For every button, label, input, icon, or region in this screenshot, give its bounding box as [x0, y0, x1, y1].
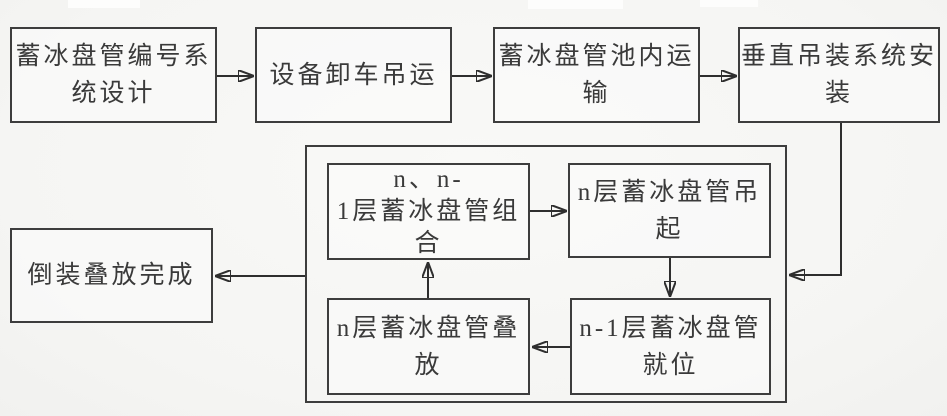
loop-group-container — [305, 145, 787, 403]
box-coil-numbering-design: 蓄冰盘管编号系 统设计 — [10, 27, 217, 123]
box-coil-in-place: n-1层蓄冰盘管 就位 — [570, 298, 771, 395]
box-coil-in-place-label: n-1层蓄冰盘管 就位 — [579, 314, 762, 379]
box-inverted-stacking-complete: 倒装叠放完成 — [10, 228, 213, 323]
box-coil-stacking: n层蓄冰盘管叠 放 — [327, 298, 530, 395]
box-coil-combine: n、n- 1层蓄冰盘管组 合 — [327, 163, 530, 260]
box-vertical-hoist-install: 垂直吊装系统安 装 — [738, 27, 940, 123]
box-coil-hoist-up-label: n层蓄冰盘管吊 起 — [577, 178, 762, 243]
box-vertical-hoist-install-label: 垂直吊装系统安 装 — [740, 43, 937, 107]
box-coil-numbering-design-label: 蓄冰盘管编号系 统设计 — [15, 43, 212, 107]
scan-artifact — [68, 0, 140, 8]
box-equipment-unloading: 设备卸车吊运 — [255, 27, 452, 123]
box-coil-stacking-label: n层蓄冰盘管叠 放 — [336, 314, 521, 379]
scan-artifact — [700, 0, 758, 7]
box-equipment-unloading-label: 设备卸车吊运 — [269, 61, 438, 89]
scan-artifact — [528, 0, 623, 9]
box-coil-hoist-up: n层蓄冰盘管吊 起 — [568, 163, 771, 258]
box-pool-transport-label: 蓄冰盘管池内运 输 — [498, 43, 695, 107]
box-pool-transport: 蓄冰盘管池内运 输 — [493, 27, 700, 123]
arrow-vertical-to-group — [790, 123, 842, 275]
box-coil-combine-label: n、n- 1层蓄冰盘管组 合 — [336, 165, 521, 257]
box-inverted-stacking-complete-label: 倒装叠放完成 — [27, 262, 196, 289]
